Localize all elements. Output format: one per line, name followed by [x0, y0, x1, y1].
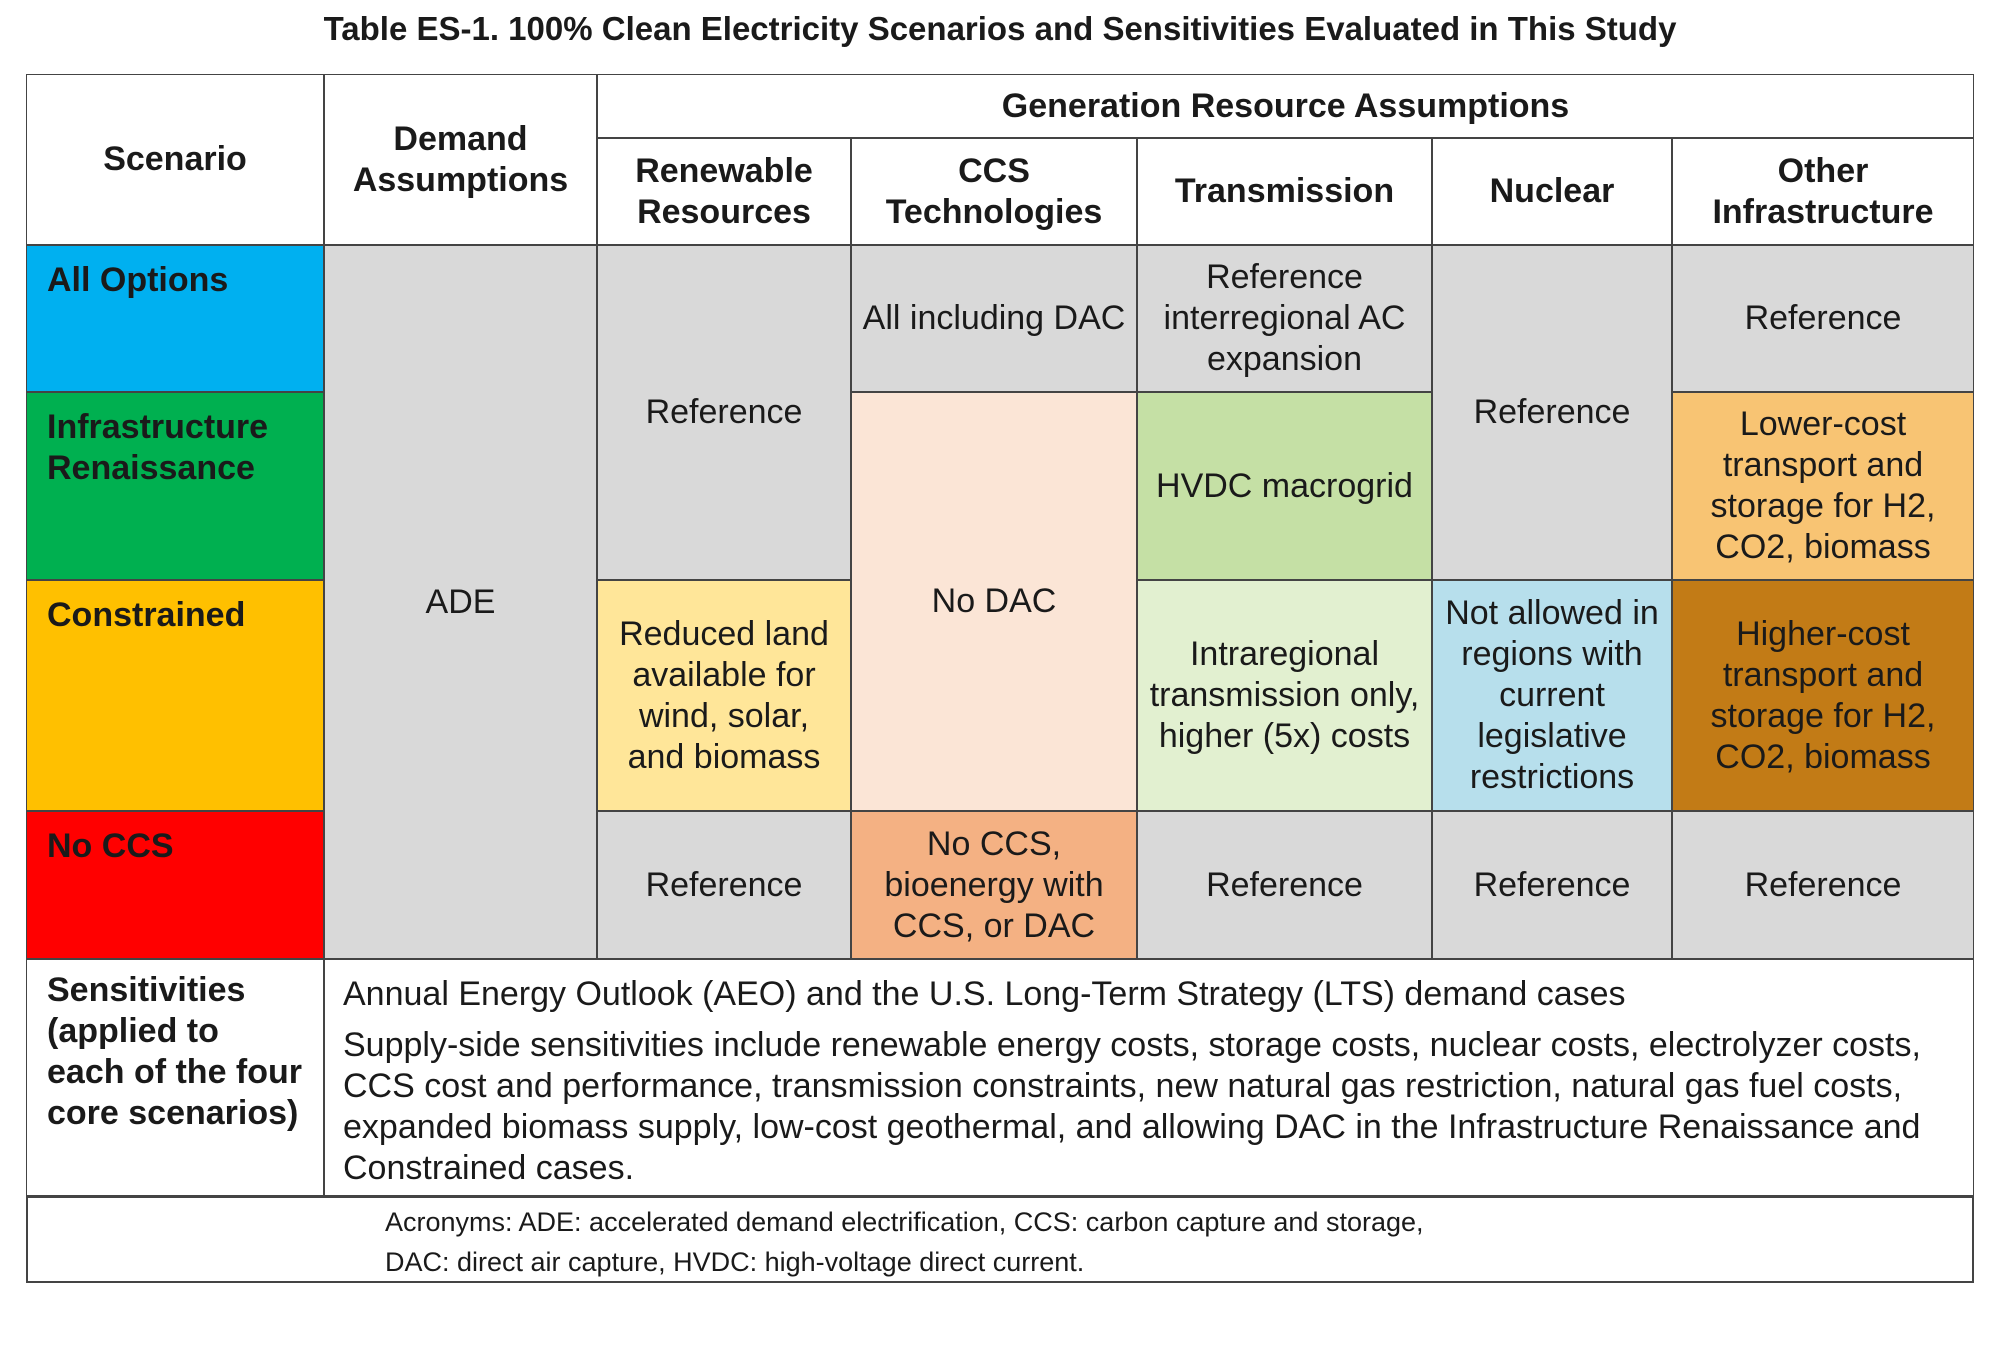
sensitivities-supply: Supply-side sensitivities include renewa…	[343, 1026, 1921, 1187]
ccs-noccs: No CCS, bioenergy with CCS, or DAC	[851, 811, 1137, 959]
scenario-constrained: Constrained	[26, 580, 324, 811]
sensitivities-demand: Annual Energy Outlook (AEO) and the U.S.…	[343, 975, 1626, 1013]
scenario-no-ccs: No CCS	[26, 811, 324, 959]
header-scenario: Scenario	[26, 74, 324, 245]
nuclear-reference: Reference	[1432, 245, 1672, 580]
transmission-noccs: Reference	[1137, 811, 1432, 959]
other-infra: Lower-cost transport and storage for H2,…	[1672, 392, 1974, 580]
table-title: Table ES-1. 100% Clean Electricity Scena…	[323, 10, 1677, 47]
other-all: Reference	[1672, 245, 1974, 392]
acronyms-note: Acronyms: ADE: accelerated demand electr…	[26, 1196, 1974, 1283]
header-transmission: Transmission	[1137, 138, 1432, 245]
renewable-constrained: Reduced land available for wind, solar, …	[597, 580, 851, 811]
nuclear-constrained: Not allowed in regions with current legi…	[1432, 580, 1672, 811]
acronyms-line-2: DAC: direct air capture, HVDC: high-volt…	[385, 1247, 1085, 1277]
renewable-noccs: Reference	[597, 811, 851, 959]
header-other: Other Infrastructure	[1672, 138, 1974, 245]
renewable-reference: Reference	[597, 245, 851, 580]
other-constrained: Higher-cost transport and storage for H2…	[1672, 580, 1974, 811]
other-noccs: Reference	[1672, 811, 1974, 959]
header-ccs: CCS Technologies	[851, 138, 1137, 245]
acronyms-line-1: Acronyms: ADE: accelerated demand electr…	[385, 1207, 1424, 1237]
demand-ade: ADE	[324, 245, 597, 959]
scenario-all-options: All Options	[26, 245, 324, 392]
header-renewable: Renewable Resources	[597, 138, 851, 245]
ccs-all: All including DAC	[851, 245, 1137, 392]
nuclear-noccs: Reference	[1432, 811, 1672, 959]
header-demand: Demand Assumptions	[324, 74, 597, 245]
header-generation: Generation Resource Assumptions	[597, 74, 1974, 138]
transmission-infra: HVDC macrogrid	[1137, 392, 1432, 580]
header-nuclear: Nuclear	[1432, 138, 1672, 245]
scenario-infrastructure-renaissance: Infrastructure Renaissance	[26, 392, 324, 580]
transmission-all: Reference interregional AC expansion	[1137, 245, 1432, 392]
sensitivities-label: Sensitivities (applied to each of the fo…	[26, 959, 324, 1196]
transmission-constrained: Intraregional transmission only, higher …	[1137, 580, 1432, 811]
ccs-no-dac: No DAC	[851, 392, 1137, 811]
sensitivities-content: Annual Energy Outlook (AEO) and the U.S.…	[324, 959, 1974, 1196]
